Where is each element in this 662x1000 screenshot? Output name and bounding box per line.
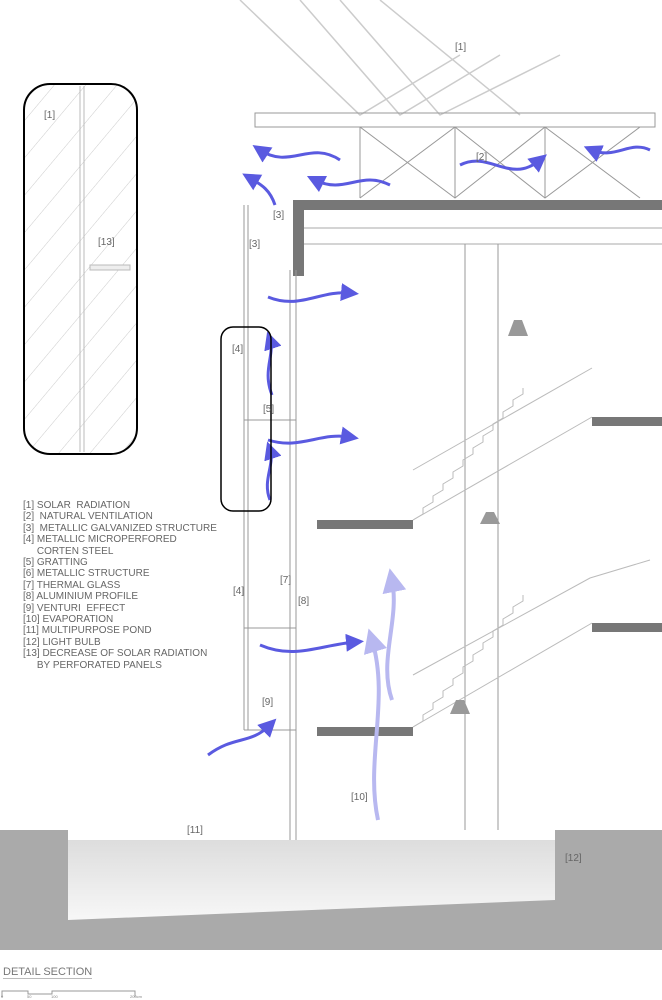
label: [10]	[351, 792, 368, 803]
legend: [1] SOLAR RADIATION [2] NATURAL VENTILAT…	[23, 500, 217, 671]
label: [4]	[232, 344, 244, 355]
solar-rays	[239, 0, 561, 116]
legend-item: [2] NATURAL VENTILATION	[23, 511, 153, 523]
legend-item: [9] VENTURI EFFECT	[23, 602, 126, 614]
label: [7]	[280, 575, 292, 586]
legend-item: [4] METALLIC MICROPERFORED	[23, 534, 177, 546]
multipurpose-pond	[68, 840, 555, 920]
label: [8]	[298, 596, 310, 607]
drawing-title: DETAIL SECTION	[3, 966, 93, 979]
legend-item: [8] ALUMINIUM PROFILE	[23, 591, 139, 603]
label: [11]	[187, 825, 203, 836]
label: [3]	[273, 210, 285, 221]
label: [3]	[249, 239, 261, 250]
legend-item: BY PERFORATED PANELS	[23, 659, 162, 671]
label: [4]	[233, 586, 245, 597]
legend-item: [6] METALLIC STRUCTURE	[23, 568, 150, 580]
roof-truss	[254, 112, 656, 199]
label: [12]	[565, 853, 582, 864]
label: [5]	[263, 404, 275, 415]
scale-tick: 100	[51, 994, 58, 999]
label: [1]	[44, 110, 56, 121]
scale-bar	[1, 990, 136, 997]
label: [13]	[98, 237, 115, 248]
scale-tick: 200cm	[130, 994, 143, 999]
legend-item: CORTEN STEEL	[23, 545, 114, 557]
ventilation-arrows	[207, 145, 651, 757]
label: [9]	[262, 697, 274, 708]
scale-tick: 50	[27, 994, 32, 999]
ground	[0, 830, 662, 950]
light-bulbs	[450, 320, 528, 714]
legend-item: [13] DECREASE OF SOLAR RADIATION	[23, 648, 208, 660]
legend-item: [10] EVAPORATION	[23, 614, 114, 626]
legend-item: [5] GRATTING	[23, 557, 88, 569]
detail-callout	[23, 83, 138, 455]
floor-slabs	[317, 417, 662, 736]
scale-tick: 0	[1, 994, 4, 999]
roof-slab	[293, 200, 662, 210]
label: [2]	[476, 152, 488, 163]
legend-item: [1] SOLAR RADIATION	[23, 500, 131, 511]
legend-item: [7] THERMAL GLASS	[23, 579, 121, 591]
legend-item: [12] LIGHT BULB	[23, 636, 101, 648]
legend-item: [3] METALLIC GALVANIZED STRUCTURE	[23, 522, 217, 534]
label: [1]	[455, 42, 467, 53]
legend-item: [11] MULTIPURPOSE POND	[23, 625, 152, 637]
